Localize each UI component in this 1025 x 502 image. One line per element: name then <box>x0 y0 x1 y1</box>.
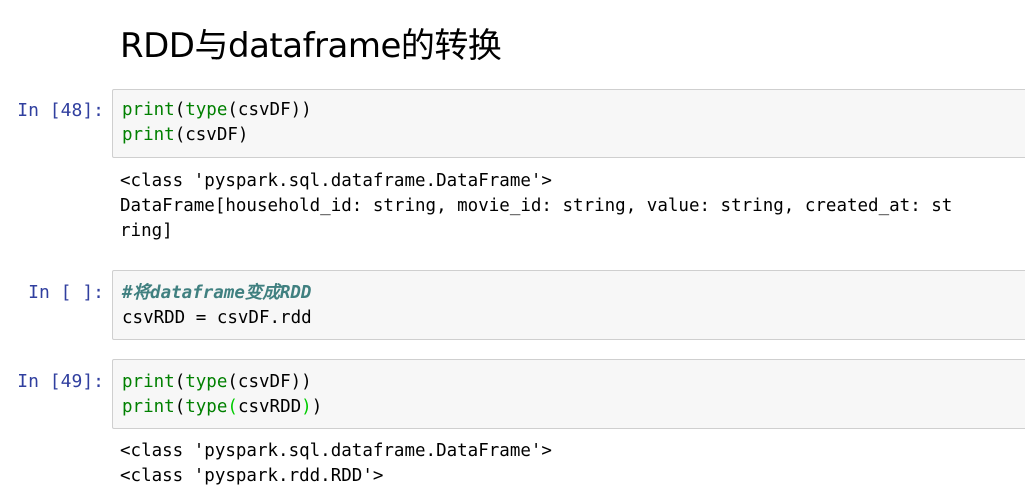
code-token: (csvDF)) <box>227 372 312 392</box>
output-line: DataFrame[household_id: string, movie_id… <box>120 196 953 216</box>
code-token: type <box>185 372 228 392</box>
code-line: csvRDD = csvDF.rdd <box>122 308 312 328</box>
cell-output-49: <class 'pyspark.sql.dataframe.DataFrame'… <box>120 439 552 489</box>
code-comment: #将dataframe变成RDD <box>122 283 312 303</box>
output-line: ring] <box>120 221 173 241</box>
cell-prompt-empty: In [ ]: <box>28 282 104 303</box>
code-token: print <box>122 372 175 392</box>
cell-prompt-48: In [48]: <box>17 100 104 121</box>
code-token: (csvDF)) <box>227 100 312 120</box>
code-token: ( <box>174 372 186 392</box>
code-line: print(type(csvRDD)) <box>122 395 322 420</box>
code-token: type <box>185 100 228 120</box>
cell-prompt-49: In [49]: <box>17 371 104 392</box>
code-line: print(type(csvDF)) <box>122 98 312 123</box>
code-line: print(csvDF) <box>122 123 248 148</box>
output-line: <class 'pyspark.sql.dataframe.DataFrame'… <box>120 441 552 461</box>
section-heading: RDD与dataframe的转换 <box>120 26 502 66</box>
code-cell-empty[interactable]: #将dataframe变成RDD csvRDD = csvDF.rdd <box>112 270 1025 340</box>
code-token: print <box>122 100 175 120</box>
code-token: print <box>122 125 175 145</box>
matched-paren: ( <box>227 397 238 417</box>
matched-paren: ) <box>301 397 312 417</box>
code-token: (csvDF) <box>174 125 249 145</box>
code-token: print <box>122 397 175 417</box>
code-token: ) <box>311 397 323 417</box>
code-cell-48[interactable]: print(type(csvDF)) print(csvDF) <box>112 89 1025 158</box>
code-token: ( <box>174 100 186 120</box>
cell-output-48: <class 'pyspark.sql.dataframe.DataFrame'… <box>120 169 952 244</box>
output-line: <class 'pyspark.rdd.RDD'> <box>120 466 384 486</box>
code-cell-49[interactable]: print(type(csvDF)) print(type(csvRDD)) <box>112 359 1025 429</box>
code-token: type <box>185 397 228 417</box>
code-line: print(type(csvDF)) <box>122 370 312 395</box>
code-token: csvRDD <box>237 397 302 417</box>
code-token: ( <box>174 397 186 417</box>
output-line: <class 'pyspark.sql.dataframe.DataFrame'… <box>120 171 552 191</box>
